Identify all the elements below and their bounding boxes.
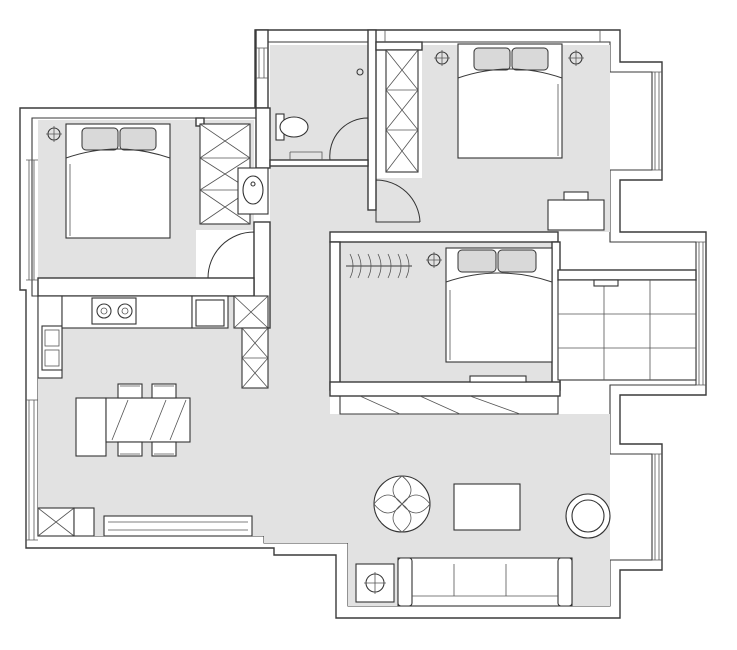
clothes-rack-icon (346, 253, 412, 279)
armchair-icon (355, 563, 395, 603)
second-bedroom (346, 247, 553, 383)
bathroom (237, 68, 364, 215)
master-bedroom (385, 43, 605, 231)
windows (26, 30, 706, 561)
desk-icon (547, 191, 605, 231)
bed-icon (457, 43, 563, 159)
wardrobe-icon (385, 49, 419, 173)
kitchen (37, 295, 269, 389)
coffee-table-icon (453, 483, 521, 531)
chair-icon (151, 383, 177, 399)
sofa-icon (397, 557, 573, 607)
door-swing-icon (329, 117, 369, 161)
chair-icon (117, 383, 143, 399)
bay-window-icon (557, 279, 697, 381)
fan-rug-icon (373, 475, 431, 533)
round-side-table-icon (565, 493, 611, 539)
nightstand-lamp-icon (426, 252, 442, 268)
nightstand-lamp-icon (568, 50, 584, 66)
study-area (557, 279, 697, 381)
shower-icon (356, 68, 364, 76)
dining-area (75, 383, 191, 457)
bed-icon (65, 123, 171, 239)
kitchen-sink-icon (41, 325, 63, 371)
toilet-icon (275, 113, 309, 141)
chair-icon (151, 441, 177, 457)
wardrobe-icon (233, 295, 269, 389)
bed-icon (445, 247, 553, 363)
floor-bathroom (268, 108, 368, 164)
nightstand-lamp-icon (434, 50, 450, 66)
dining-table-icon (105, 397, 191, 443)
nightstand-lamp-icon (46, 126, 62, 142)
left-bedroom (46, 123, 251, 239)
interior-walls (37, 29, 697, 415)
living-room (355, 475, 611, 607)
bottom-cabinets (37, 507, 253, 537)
gas-stove-icon (91, 297, 137, 325)
door-swing-icon (375, 179, 421, 223)
chair-icon (117, 441, 143, 457)
wash-basin-icon (237, 167, 269, 215)
door-swing-icon (207, 231, 255, 279)
door-swings (207, 117, 421, 279)
